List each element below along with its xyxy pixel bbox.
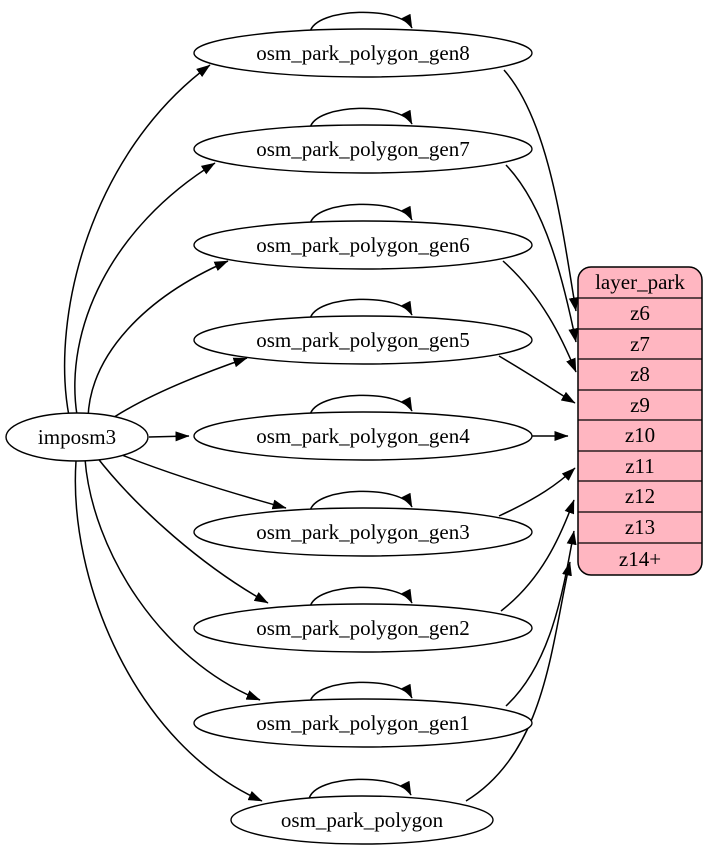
imposm3-ellipse: [5, 412, 149, 462]
self-loop-gen3: [309, 490, 413, 512]
node-osm-park-polygon: osm_park_polygon: [230, 795, 494, 845]
row-z8: z8: [630, 362, 650, 386]
edge-imposm3-polygon: [74, 460, 263, 802]
gen4-ellipse: [193, 411, 533, 461]
polygon-label: osm_park_polygon: [281, 808, 444, 832]
node-osm-park-polygon-gen5: osm_park_polygon_gen5: [193, 315, 533, 365]
edge-imposm3-gen3: [111, 450, 287, 510]
self-loop-gen2: [309, 586, 413, 608]
edge-gen1-z13: [505, 530, 577, 707]
self-loop-gen7: [309, 107, 413, 129]
node-osm-park-polygon-gen4: osm_park_polygon_gen4: [193, 411, 533, 461]
row-z6: z6: [630, 301, 650, 325]
node-osm-park-polygon-gen6: osm_park_polygon_gen6: [193, 220, 533, 270]
row-z7: z7: [630, 332, 650, 356]
self-loop-polygon: [308, 778, 412, 800]
edge-imposm3-gen7: [74, 162, 216, 416]
node-osm-park-polygon-gen1: osm_park_polygon_gen1: [193, 698, 533, 748]
edge-gen8-z6: [503, 69, 579, 312]
gen4-label: osm_park_polygon_gen4: [256, 424, 470, 448]
gen8-label: osm_park_polygon_gen8: [256, 41, 469, 65]
edge-gen2-z12: [500, 499, 575, 612]
edge-gen6-z8: [502, 260, 577, 373]
edge-gen3-z11: [498, 467, 576, 517]
self-loop-gen4: [309, 394, 413, 416]
gen5-ellipse: [193, 315, 533, 365]
gen5-label: osm_park_polygon_gen5: [256, 328, 469, 352]
edge-polygon-z14plus: [465, 561, 572, 802]
self-loop-gen8: [309, 11, 413, 33]
gen7-ellipse: [193, 124, 533, 174]
edge-imposm3-gen1: [84, 458, 261, 701]
layer-park-frame: [577, 266, 703, 576]
gen7-label: osm_park_polygon_gen7: [256, 137, 469, 161]
layer-park-header: layer_park: [595, 270, 685, 294]
edge-imposm3-gen6: [87, 260, 229, 419]
gen1-ellipse: [193, 698, 533, 748]
edge-imposm3-gen4: [148, 431, 190, 442]
layer-park-table: layer_park z6 z7 z8 z9 z10 z11 z12 z13 z…: [577, 266, 703, 576]
row-z13: z13: [625, 515, 655, 539]
row-z11: z11: [625, 454, 655, 478]
row-z9: z9: [630, 393, 650, 417]
gen8-ellipse: [193, 28, 533, 78]
row-z14plus: z14+: [619, 547, 661, 571]
self-loop-gen1: [309, 681, 413, 703]
self-loop-gen6: [309, 203, 413, 225]
edge-gen5-z9: [498, 355, 576, 404]
row-z12: z12: [625, 484, 655, 508]
imposm3-label: imposm3: [38, 425, 116, 449]
edges-imposm3: [63, 64, 287, 802]
self-loops: [308, 11, 413, 800]
gen2-ellipse: [193, 603, 533, 653]
edge-gen7-z7: [505, 164, 579, 343]
self-loop-gen5: [309, 298, 413, 320]
edge-imposm3-gen8: [63, 64, 211, 417]
polygon-ellipse: [230, 795, 494, 845]
gen3-label: osm_park_polygon_gen3: [256, 520, 469, 544]
gen3-ellipse: [193, 507, 533, 557]
row-z10: z10: [625, 423, 655, 447]
edge-imposm3-gen2: [95, 455, 269, 604]
node-imposm3: imposm3: [5, 412, 149, 462]
node-osm-park-polygon-gen8: osm_park_polygon_gen8: [193, 28, 533, 78]
edge-imposm3-gen5: [103, 357, 248, 425]
node-osm-park-polygon-gen2: osm_park_polygon_gen2: [193, 603, 533, 653]
node-osm-park-polygon-gen7: osm_park_polygon_gen7: [193, 124, 533, 174]
gen2-label: osm_park_polygon_gen2: [256, 616, 469, 640]
edges-to-layer: [465, 69, 579, 802]
node-osm-park-polygon-gen3: osm_park_polygon_gen3: [193, 507, 533, 557]
gen1-label: osm_park_polygon_gen1: [256, 711, 469, 735]
gen6-label: osm_park_polygon_gen6: [256, 233, 469, 257]
gen6-ellipse: [193, 220, 533, 270]
